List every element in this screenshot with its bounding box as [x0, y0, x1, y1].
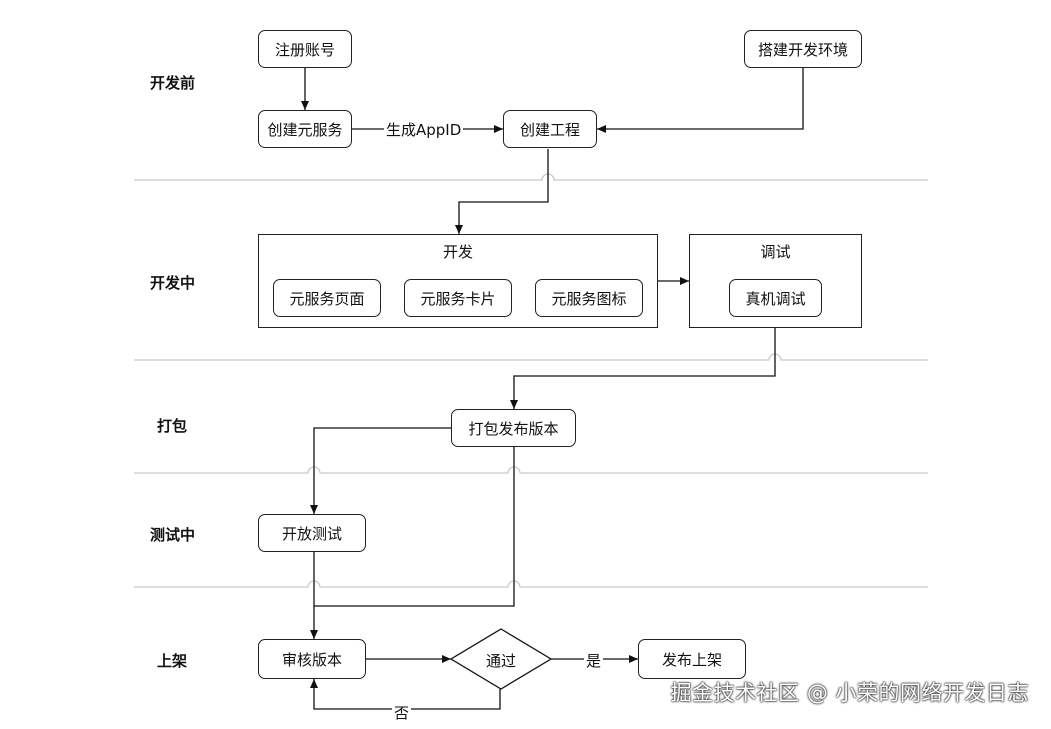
lane-label-release: 上架 — [157, 652, 188, 670]
lane-divider — [134, 173, 928, 181]
decision-diamond — [449, 628, 553, 690]
watermark: 掘金技术社区 @ 小荣的网络开发日志 — [670, 681, 1029, 705]
edge-label-no: 否 — [392, 702, 412, 723]
lane-divider — [134, 353, 928, 361]
edge-package-to-review — [314, 447, 515, 607]
group-develop-title: 开发 — [442, 243, 473, 261]
edge-label-yes: 是 — [584, 650, 604, 671]
lane-label-testing: 测试中 — [150, 526, 196, 544]
node-service-page[interactable]: 元服务页面 — [273, 279, 381, 317]
group-debug-title: 调试 — [760, 243, 791, 261]
lane-label-during: 开发中 — [150, 274, 196, 292]
lane-divider — [134, 580, 928, 588]
lane-label-package: 打包 — [157, 417, 188, 435]
edge-env-to-project — [597, 68, 804, 133]
node-package-release[interactable]: 打包发布版本 — [451, 409, 576, 447]
node-device-debug[interactable]: 真机调试 — [729, 279, 822, 317]
node-publish[interactable]: 发布上架 — [638, 639, 746, 679]
lane-label-before: 开发前 — [150, 74, 196, 92]
edge-debug-to-package — [510, 327, 776, 409]
edge-package-to-test — [310, 427, 451, 514]
lane-divider — [134, 466, 928, 474]
decision-label: 通过 — [485, 652, 516, 670]
node-service-card[interactable]: 元服务卡片 — [404, 279, 512, 317]
edge-project-to-develop — [455, 149, 549, 234]
node-register[interactable]: 注册账号 — [258, 30, 352, 68]
node-create-service[interactable]: 创建元服务 — [258, 110, 352, 148]
node-create-project[interactable]: 创建工程 — [503, 110, 597, 148]
node-service-icon[interactable]: 元服务图标 — [535, 279, 643, 317]
edge-label-generate-appid: 生成AppID — [384, 119, 464, 140]
node-review[interactable]: 审核版本 — [258, 639, 366, 679]
node-open-test[interactable]: 开放测试 — [258, 514, 366, 552]
node-setup-env[interactable]: 搭建开发环境 — [744, 30, 862, 68]
